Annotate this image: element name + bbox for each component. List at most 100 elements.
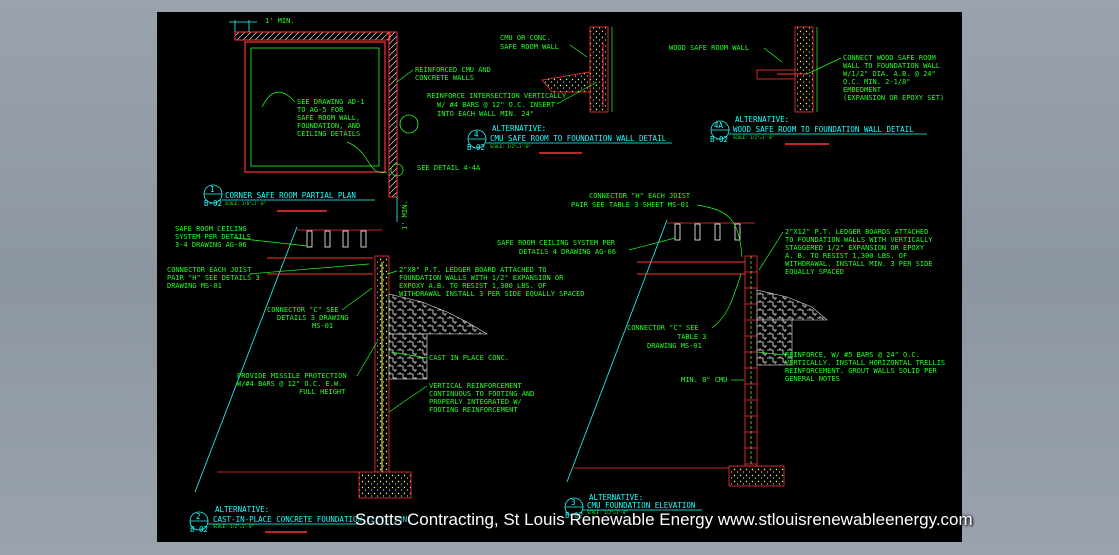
detail-3-cmu-elevation: CONNECTOR "H" EACH JOIST PAIR SEE TABLE … xyxy=(497,192,945,520)
d3-conn-h-1: CONNECTOR "H" EACH JOIST xyxy=(589,192,691,200)
detail-1-sheet: B-02 xyxy=(204,199,222,208)
cad-drawing: 1' MIN. 1' MIN. REINFORCED CMU AND CONCR… xyxy=(167,17,945,534)
plan-wall-right xyxy=(388,31,398,198)
d2-vert-3: PROPERLY INTEGRATED W/ xyxy=(429,398,522,406)
d3-ceiling-2: DETAILS 4 DRAWING AG-06 xyxy=(519,248,616,256)
d3-reinf-3: REINFORCEMENT. GROUT WALLS SOLID PER xyxy=(785,367,938,375)
d3-number: 3 xyxy=(571,498,576,507)
d2-number: 2 xyxy=(196,512,201,521)
d4a-connect-3: W/1/2" DIA. A.B. @ 24" xyxy=(843,70,936,78)
d2-conn-h-2: PAIR "H" SEE DETAILS 3 xyxy=(167,274,260,282)
d4a-connect-6: (EXPANSION OR EPOXY SET) xyxy=(843,94,944,102)
note-see-1: SEE DRAWING AD-1 xyxy=(297,98,364,106)
d3-title: CMU FOUNDATION ELEVATION xyxy=(587,501,695,510)
see-detail-label: SEE DETAIL 4-4A xyxy=(417,164,481,172)
plan-inner-line xyxy=(250,47,380,167)
plan-inner-room xyxy=(244,41,386,173)
d3-ledger-2: TO FOUNDATION WALLS WITH VERTICALLY xyxy=(785,236,933,244)
d4a-title: WOOD SAFE ROOM TO FOUNDATION WALL DETAIL xyxy=(733,125,914,134)
d3-ledger-5: WITHDRAWAL. INSTALL MIN. 3 PER SIDE xyxy=(785,260,933,268)
d2-sheet: B-02 xyxy=(190,525,208,534)
d3-ledger-4: A. B. TO RESIST 1,300 LBS. OF xyxy=(785,252,907,260)
d3-conn-h-2: PAIR SEE TABLE 3 SHEET MS-01 xyxy=(571,201,689,209)
watermark-text: Scotts Contracting, St Louis Renewable E… xyxy=(355,510,973,529)
d2-missile-2: W/#4 BARS @ 12" O.C. E.W. xyxy=(237,380,342,388)
detail-1-number: 1 xyxy=(210,185,215,194)
d3-ledger-3: STAGGERED 1/2" EXPANSION OR EPOXY xyxy=(785,244,925,252)
d3-conn-c-1: CONNECTOR "C" SEE xyxy=(627,324,699,332)
detail-1-title: CORNER SAFE ROOM PARTIAL PLAN xyxy=(225,191,356,200)
detail-4a-wood-wall: WOOD SAFE ROOM WALL CONNECT WOOD SAFE RO… xyxy=(669,26,944,145)
d2-ledger-4: WITHDRAWAL INSTALL 3 PER SIDE EQUALLY SP… xyxy=(399,290,584,298)
d4a-alt: ALTERNATIVE: xyxy=(735,115,789,124)
cmu-blocks xyxy=(744,255,758,475)
d4a-connect-4: O.C. MIN. 2-1/8" xyxy=(843,78,910,86)
d2-ceiling-1: SAFE ROOM CEILING xyxy=(175,225,247,233)
d4-note-wall-2: SAFE ROOM WALL xyxy=(500,43,559,51)
d2-scale: SCALE: 1/2"=1'-0" xyxy=(213,524,254,529)
detail-1-corner-plan: 1' MIN. 1' MIN. REINFORCED CMU AND CONCR… xyxy=(203,17,491,230)
d3-sheet: B-02 xyxy=(565,511,583,520)
d3-alt: ALTERNATIVE: xyxy=(589,493,643,502)
d2-vert-4: FOOTING REINFORCEMENT xyxy=(429,406,518,414)
note-see-5: CEILING DETAILS xyxy=(297,130,360,138)
dim-side-label: 1' MIN. xyxy=(401,200,409,230)
d4-alt: ALTERNATIVE: xyxy=(492,124,546,133)
note-walls-1: REINFORCED CMU AND xyxy=(415,66,491,74)
d4-scale: SCALE: 1/2"=1'-0" xyxy=(490,144,531,149)
d4a-sheet: B-02 xyxy=(710,135,728,144)
plan-wall-top xyxy=(234,31,391,41)
d2-conn-c-3: MS-01 xyxy=(312,322,333,330)
d4-number: 4 xyxy=(474,130,479,139)
d4-note-reinf-2: W/ #4 BARS @ 12" O.C. INSERT xyxy=(437,101,556,109)
note-see-2: TO AG-5 FOR xyxy=(297,106,344,114)
d2-vert-2: CONTINUOUS TO FOOTING AND xyxy=(429,390,534,398)
cmu-footing xyxy=(728,465,785,487)
note-walls-2: CONCRETE WALLS xyxy=(415,74,474,82)
d2-ledger-3: EXPOXY A.B. TO RESIST 1,300 LBS. OF xyxy=(399,282,547,290)
d2-missile-1: PROVIDE MISSILE PROTECTION xyxy=(237,372,347,380)
d3-reinf-4: GENERAL NOTES xyxy=(785,375,840,383)
d2-ledger-1: 2"X8" P.T. LEDGER BOARD ATTACHED TO xyxy=(399,266,547,274)
d3-conn-c-3: DRAWING MS-01 xyxy=(647,342,702,350)
d4-note-reinf-3: INTO EACH WALL MIN. 24" xyxy=(437,110,534,118)
d3-ledger-6: EQUALLY SPACED xyxy=(785,268,844,276)
cip-footing xyxy=(358,471,412,499)
d4a-connect-1: CONNECT WOOD SAFE ROOM xyxy=(843,54,936,62)
d2-ceiling-2: SYSTEM PER DETAILS xyxy=(175,233,251,241)
d4-note-wall-1: CMU OR CONC. xyxy=(500,34,551,42)
note-see-4: FOUNDATION, AND xyxy=(297,122,360,130)
d4a-connect-2: WALL TO FOUNDATION WALL xyxy=(843,62,940,70)
d3-ceiling-1: SAFE ROOM CEILING SYSTEM PER xyxy=(497,239,616,247)
d4a-number: 4A xyxy=(714,121,724,130)
d4-sheet: B-02 xyxy=(467,143,485,152)
d3-conn-c-2: TABLE 3 xyxy=(677,333,707,341)
d2-missile-3: FULL HEIGHT xyxy=(299,388,346,396)
d2-ceiling-3: 3-4 DRAWING AG-06 xyxy=(175,241,247,249)
d2-title: CAST-IN-PLACE CONCRETE FOUNDATION ELEVAT… xyxy=(213,515,407,524)
note-see-3: SAFE ROOM WALL, xyxy=(297,114,360,122)
d2-vert-1: VERTICAL REINFORCEMENT xyxy=(429,382,523,390)
d2-conn-c-1: CONNECTOR "C" SEE xyxy=(267,306,339,314)
d4a-note-wall: WOOD SAFE ROOM WALL xyxy=(669,44,749,52)
cad-drawing-sheet: 1' MIN. 1' MIN. REINFORCED CMU AND CONCR… xyxy=(157,12,962,542)
detail-4-cmu-wall: CMU OR CONC. SAFE ROOM WALL REINFORCE IN… xyxy=(427,26,672,154)
d3-scale: SCALE: 1/2"=1'-0" xyxy=(587,510,628,515)
detail-2-cast-in-place: SAFE ROOM CEILING SYSTEM PER DETAILS 3-4… xyxy=(167,225,584,534)
d4-title: CMU SAFE ROOM TO FOUNDATION WALL DETAIL xyxy=(490,134,667,143)
dim-top-label: 1' MIN. xyxy=(265,17,295,25)
d4a-connect-5: EMBEDMENT xyxy=(843,86,882,94)
d2-ledger-2: FOUNDATION WALLS WITH 1/2" EXPANSION OR xyxy=(399,274,564,282)
d2-conn-h-1: CONNECTOR EACH JOIST xyxy=(167,266,252,274)
d2-alt: ALTERNATIVE: xyxy=(215,505,269,514)
d3-reinf-2: VERTICALLY. INSTALL HORIZONTAL TRELLIS xyxy=(785,359,945,367)
d3-cmu: MIN. 8" CMU xyxy=(681,376,727,384)
d4-note-reinf-1: REINFORCE INTERSECTION VERTICALLY xyxy=(427,92,567,100)
d2-conn-h-3: DRAWING MS-01 xyxy=(167,282,222,290)
d2-conn-c-2: DETAILS 3 DRAWING xyxy=(277,314,349,322)
d4a-scale: SCALE: 1/2"=1'-0" xyxy=(733,135,774,140)
d2-cast: CAST IN PLACE CONC. xyxy=(429,354,509,362)
d3-reinf-1: REINFORCE, W/ #5 BARS @ 24" O.C. xyxy=(785,351,920,359)
d3-ledger-1: 2"X12" P.T. LEDGER BOARDS ATTACHED xyxy=(785,228,928,236)
detail-1-scale: SCALE: 1/8"=1'-0" xyxy=(225,201,266,206)
